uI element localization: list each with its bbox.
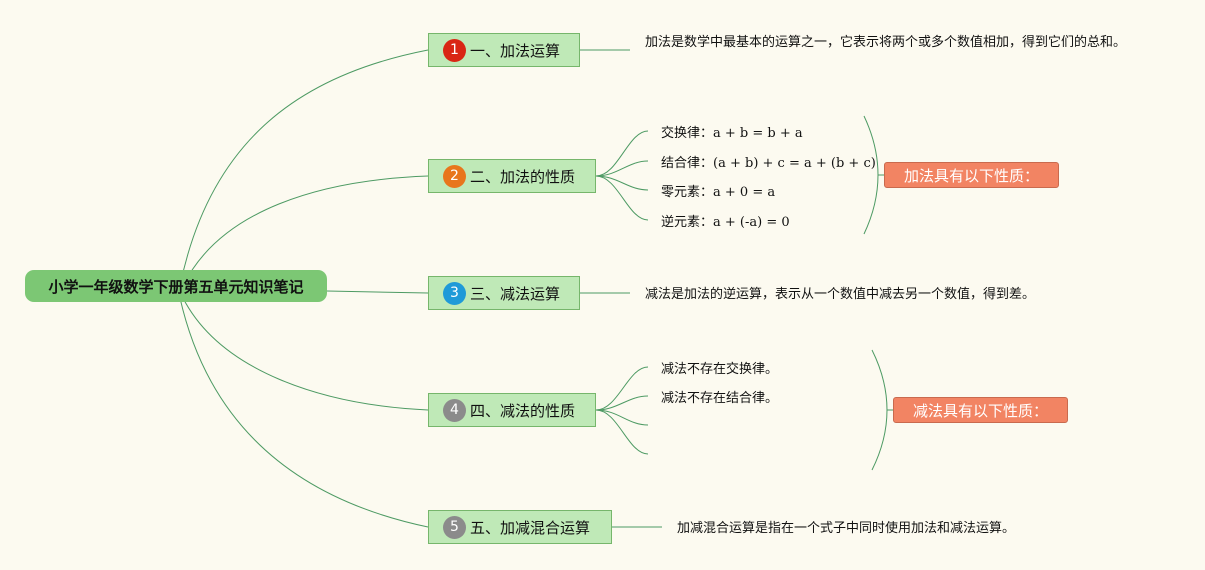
property-formula: a + (-a) = 0 bbox=[713, 215, 790, 230]
number-4-icon: 4 bbox=[443, 398, 466, 422]
property-name: 结合律： bbox=[661, 156, 714, 171]
branch-label: 一、加法运算 bbox=[470, 41, 561, 60]
property-formula: a + b = b + a bbox=[713, 126, 803, 141]
addition-property-zero[interactable]: 零元素：a + 0 = a bbox=[661, 181, 775, 200]
property-name: 零元素： bbox=[661, 185, 714, 200]
property-formula: a + 0 = a bbox=[713, 185, 776, 200]
branch-label: 五、加减混合运算 bbox=[470, 518, 591, 537]
root-topic[interactable]: 小学一年级数学下册第五单元知识笔记 bbox=[25, 270, 327, 302]
branch-addition[interactable]: 1 一、加法运算 bbox=[428, 33, 580, 67]
subtraction-property-commutative[interactable]: 减法不存在交换律。 bbox=[661, 362, 779, 377]
connector-add-prop-1 bbox=[595, 130, 649, 177]
branch-subtraction-properties[interactable]: 4 四、减法的性质 bbox=[428, 393, 596, 427]
subtraction-summary-tag[interactable]: 减法具有以下性质： bbox=[893, 397, 1068, 423]
property-name: 交换律： bbox=[661, 126, 714, 141]
property-formula: (a + b) + c = a + (b + c) bbox=[713, 156, 876, 171]
connector-sub-prop-4 bbox=[595, 409, 649, 455]
branch-addition-properties[interactable]: 2 二、加法的性质 bbox=[428, 159, 596, 193]
number-2-icon: 2 bbox=[443, 164, 466, 188]
subtraction-summary-brace bbox=[871, 349, 888, 471]
mixed-operations-note[interactable]: 加减混合运算是指在一个式子中同时使用加法和减法运算。 bbox=[677, 521, 1016, 536]
addition-note[interactable]: 加法是数学中最基本的运算之一，它表示将两个或多个数值相加，得到它们的总和。 bbox=[645, 35, 1127, 50]
addition-summary-tag[interactable]: 加法具有以下性质： bbox=[884, 162, 1059, 188]
number-1-icon: 1 bbox=[443, 38, 466, 62]
connector-root-branch-5 bbox=[179, 297, 429, 528]
addition-property-associative[interactable]: 结合律：(a + b) + c = a + (b + c) bbox=[661, 152, 876, 171]
connector-add-prop-4 bbox=[595, 175, 649, 221]
branch-label: 三、减法运算 bbox=[470, 284, 561, 303]
connector-root-branch-2 bbox=[182, 175, 429, 287]
number-3-icon: 3 bbox=[443, 281, 466, 305]
branch-label: 四、减法的性质 bbox=[470, 401, 576, 420]
connector-sub-prop-2 bbox=[595, 395, 649, 411]
addition-property-inverse[interactable]: 逆元素：a + (-a) = 0 bbox=[661, 211, 790, 230]
subtraction-property-associative[interactable]: 减法不存在结合律。 bbox=[661, 391, 779, 406]
addition-summary-brace bbox=[863, 115, 879, 235]
connector-sub-prop-1 bbox=[595, 366, 649, 411]
branch-subtraction[interactable]: 3 三、减法运算 bbox=[428, 276, 580, 310]
branch-mixed-operations[interactable]: 5 五、加减混合运算 bbox=[428, 510, 612, 544]
addition-property-commutative[interactable]: 交换律：a + b = b + a bbox=[661, 122, 803, 141]
connector-root-branch-4 bbox=[182, 297, 429, 411]
subtraction-note[interactable]: 减法是加法的逆运算，表示从一个数值中减去另一个数值，得到差。 bbox=[645, 287, 1036, 302]
connector-root-branch-3 bbox=[326, 290, 429, 294]
connector-root-branch-1 bbox=[179, 49, 429, 287]
property-name: 逆元素： bbox=[661, 215, 714, 230]
number-5-icon: 5 bbox=[443, 515, 466, 539]
branch-label: 二、加法的性质 bbox=[470, 167, 576, 186]
connector-add-prop-2 bbox=[595, 160, 649, 177]
